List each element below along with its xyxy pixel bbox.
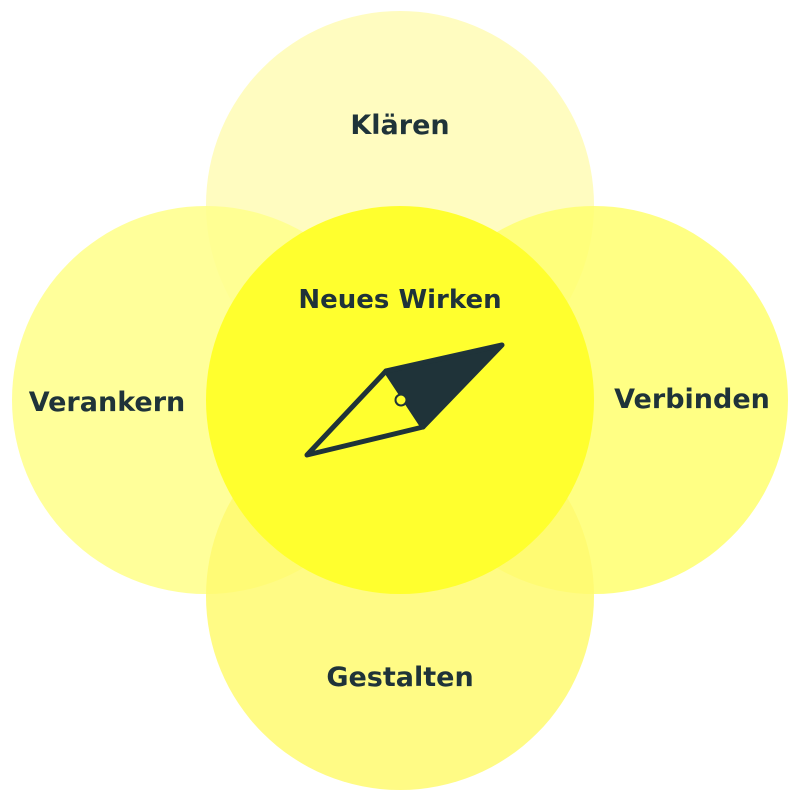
label-verbinden: Verbinden: [614, 384, 770, 415]
label-gestalten: Gestalten: [326, 662, 473, 693]
label-neues-wirken: Neues Wirken: [298, 285, 501, 315]
compass-needle-icon: [304, 342, 505, 458]
label-klaeren: Klären: [350, 110, 449, 141]
label-verankern: Verankern: [29, 387, 186, 418]
